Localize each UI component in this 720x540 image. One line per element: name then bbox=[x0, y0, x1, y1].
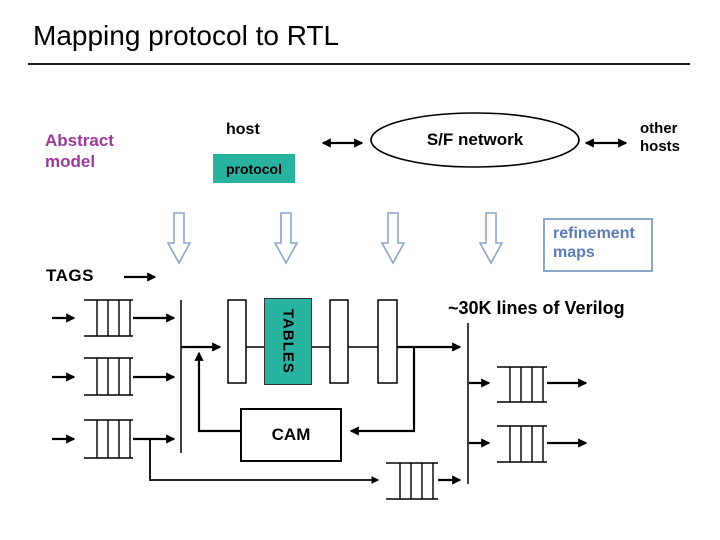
verilog-note: ~30K lines of Verilog bbox=[448, 298, 625, 318]
refinement-arrow-icon bbox=[380, 212, 406, 265]
refinement-arrow-icon bbox=[166, 212, 192, 265]
sf-network-ellipse bbox=[370, 112, 580, 168]
refinement-maps-box: refinement maps bbox=[543, 218, 653, 272]
ingress-arrows bbox=[52, 313, 176, 444]
loopback-line bbox=[149, 439, 380, 484]
tags-label: TAGS bbox=[46, 266, 94, 285]
host-label: host bbox=[226, 121, 260, 138]
tables-label: TABLES bbox=[279, 309, 297, 374]
ingress-queues bbox=[84, 299, 133, 459]
other-hosts-label: other hosts bbox=[640, 120, 681, 155]
cam-label: CAM bbox=[271, 425, 311, 444]
refinement-arrows bbox=[166, 212, 504, 265]
cam-input-arrow bbox=[349, 347, 416, 436]
fifo-queue-icon bbox=[84, 419, 133, 459]
title-divider bbox=[28, 63, 690, 65]
fifo-queue-icon bbox=[84, 299, 133, 337]
page-title: Mapping protocol to RTL bbox=[33, 20, 340, 51]
protocol-box: protocol bbox=[213, 154, 295, 183]
protocol-label: protocol bbox=[226, 160, 282, 177]
fifo-queue-icon bbox=[84, 357, 133, 396]
pipeline-register bbox=[329, 299, 349, 384]
sf-network-label: S/F network bbox=[426, 130, 524, 149]
fifo-queue-icon bbox=[386, 462, 438, 500]
abstract-model-label: Abstract model bbox=[45, 131, 114, 171]
tables-box: TABLES bbox=[264, 298, 312, 385]
egress-queues bbox=[497, 366, 547, 463]
cam-box: CAM bbox=[240, 408, 342, 462]
refinement-arrow-icon bbox=[478, 212, 504, 265]
fifo-queue-icon bbox=[497, 425, 547, 463]
refinement-arrow-icon bbox=[273, 212, 299, 265]
pipeline-register bbox=[227, 299, 247, 384]
pipeline-registers bbox=[227, 299, 398, 384]
pipeline-register bbox=[377, 299, 398, 384]
cam-feedback-arrow bbox=[194, 351, 240, 433]
egress-arrows bbox=[469, 378, 588, 448]
fifo-queue-icon bbox=[497, 366, 547, 403]
